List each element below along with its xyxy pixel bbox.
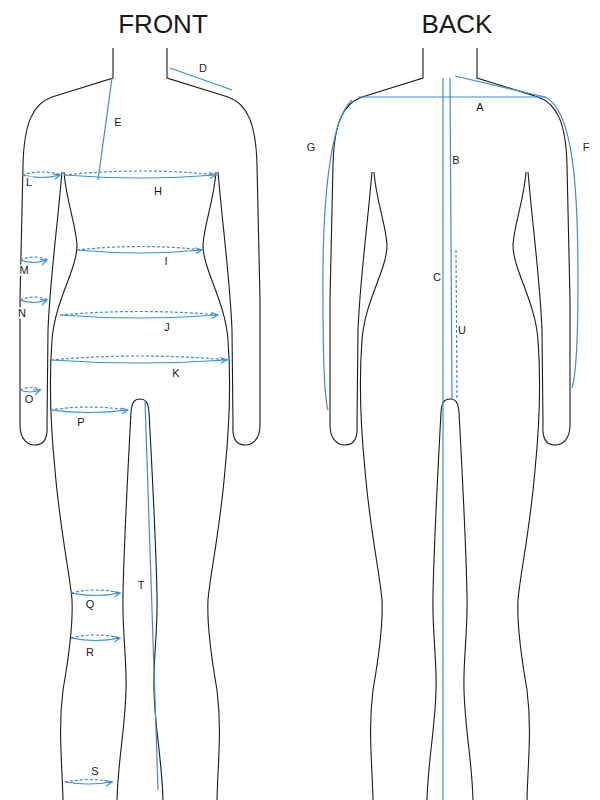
measure-letter: P bbox=[76, 417, 85, 428]
measure-letter: H bbox=[153, 186, 163, 197]
measure-letter: N bbox=[17, 308, 27, 319]
measure-letter: A bbox=[475, 102, 484, 113]
measure-letter: Q bbox=[85, 599, 96, 610]
back-measure-lines bbox=[323, 76, 578, 800]
measure-letter: U bbox=[457, 325, 467, 336]
measure-letter: E bbox=[113, 117, 122, 128]
measure-letter: M bbox=[18, 265, 29, 276]
measure-letter: S bbox=[90, 766, 99, 777]
measure-letter: T bbox=[137, 580, 146, 591]
measure-letter: J bbox=[163, 322, 171, 333]
measure-letter: K bbox=[171, 368, 180, 379]
front-outline bbox=[20, 48, 260, 800]
measure-letter: G bbox=[306, 142, 317, 153]
measure-letter: F bbox=[582, 142, 591, 153]
measure-letter: C bbox=[432, 272, 442, 283]
view-title: BACK bbox=[421, 11, 494, 37]
measure-letter: I bbox=[163, 256, 168, 267]
measure-letter: D bbox=[198, 63, 208, 74]
measure-letter: R bbox=[85, 647, 95, 658]
measure-letter: L bbox=[25, 177, 33, 188]
back-outline bbox=[330, 48, 570, 800]
front-measure-lines bbox=[20, 68, 232, 790]
view-title: FRONT bbox=[117, 11, 209, 37]
measure-letter: O bbox=[24, 394, 35, 405]
measure-letter: B bbox=[451, 155, 460, 166]
